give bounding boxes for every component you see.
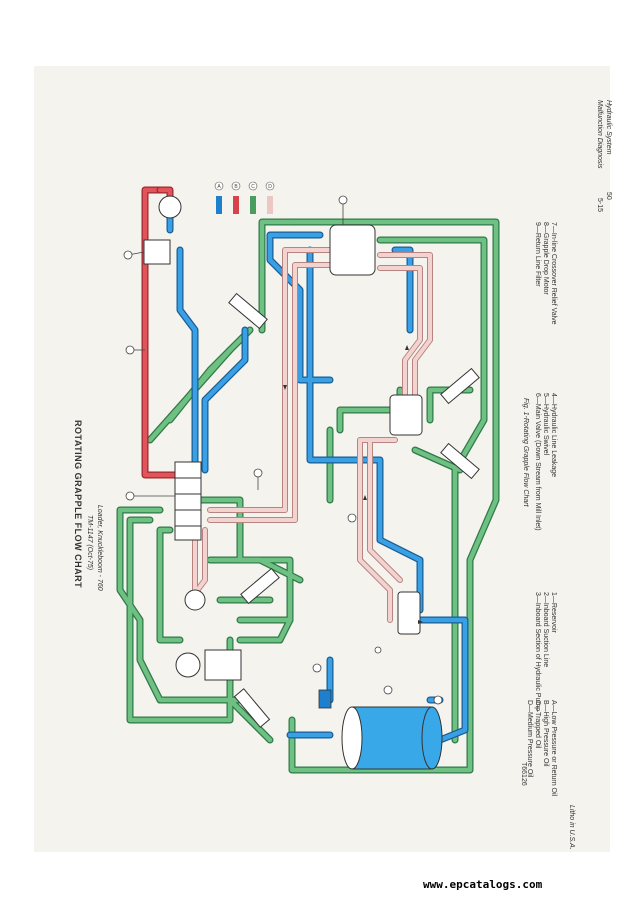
component-9: 9—Return Line Filter (534, 222, 541, 287)
filter-block (143, 239, 171, 265)
crossover-relief-valve (389, 394, 423, 436)
component-7: 7—In-line Crossover Relief Valve (550, 222, 557, 325)
component-1: 1—Reservoir (550, 592, 557, 633)
legend-entry-b: B—High Pressure Oil (542, 700, 549, 767)
callouts (123, 195, 443, 705)
legend-entry-d: D—Medium Pressure Oil (526, 700, 533, 778)
component-8: 8—Grapple Drop Motor (542, 222, 549, 295)
swatch-b (233, 196, 239, 214)
legend-swatches (214, 181, 275, 214)
component-2: 2—Inboard Suction Line (542, 592, 549, 668)
legend-entry-a: A—Low Pressure or Return Oil (550, 700, 557, 797)
cylinder-bottom (233, 688, 271, 728)
main-valve (174, 461, 202, 541)
figure-code: T66126 (520, 762, 527, 786)
swivel (329, 224, 376, 276)
component-5: 5—Hydraulic Swivel (542, 393, 549, 456)
pump-body (204, 649, 242, 681)
swatch-letter-c: C (251, 184, 255, 190)
return-filter (318, 689, 332, 709)
machine-name: Loader, Knuckleboom - 760 (96, 505, 103, 591)
cylinder-right-1 (440, 367, 480, 405)
swatch-letter-d: D (268, 184, 272, 190)
page-number: 50 (605, 192, 612, 200)
section-subtitle: Malfunction Diagnosis (596, 100, 603, 169)
swatch-letter-b: B (234, 184, 238, 190)
component-6: 6—Main Valve (Down Stream from Mill Inle… (534, 393, 541, 531)
swatch-a (216, 196, 222, 214)
litho-note: Litho in U.S.A. (568, 805, 575, 850)
pump (175, 652, 201, 678)
motor-lower (184, 589, 206, 611)
section-title: Hydraulic System (605, 100, 612, 155)
section-number: 5-15 (596, 198, 603, 213)
reservoir (341, 706, 443, 770)
grapple-motor-valve (397, 591, 421, 635)
manual-reference: TM-1147 (Oct-75) (86, 515, 93, 571)
swatch-letter-a: A (217, 184, 221, 190)
component-3: 3—Inboard Section of Hydraulic Pump (534, 592, 541, 712)
component-4: 4—Hydraulic Line Leakage (550, 393, 557, 478)
pump-motor-top (158, 195, 182, 219)
cylinder-lower (240, 567, 280, 605)
components (143, 195, 480, 728)
figure-caption: Fig. 1-Rotating Grapple Flow Chart (522, 398, 529, 507)
cylinder-top (228, 292, 268, 330)
swatch-d (267, 196, 273, 214)
cylinder-right-2 (440, 442, 480, 480)
swatch-c (250, 196, 256, 214)
flow-arrows (283, 345, 423, 624)
footer-url: www.epcatalogs.com (423, 878, 543, 891)
chart-title: ROTATING GRAPPLE FLOW CHART (73, 420, 83, 589)
